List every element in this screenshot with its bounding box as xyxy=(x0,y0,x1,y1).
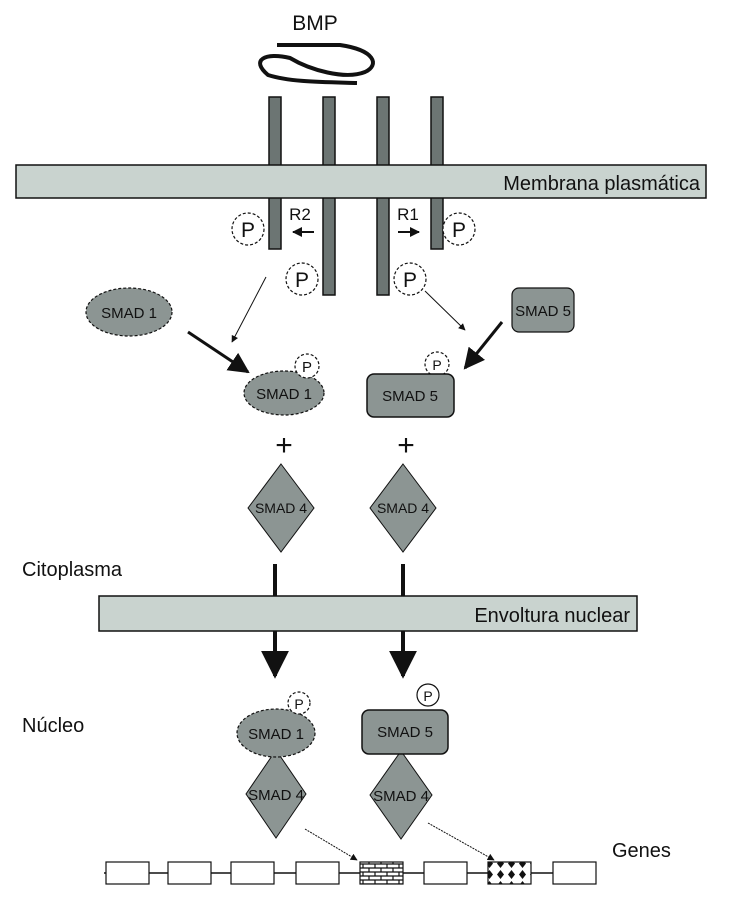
bmp-label: BMP xyxy=(292,12,338,35)
arrow-smad5-activation xyxy=(463,321,504,370)
phosphate-r1-inner: P xyxy=(393,262,427,296)
plus-right: + xyxy=(397,429,415,462)
receptor-r1-label: R1 xyxy=(397,205,419,224)
arrow-r2-to-smad1 xyxy=(231,276,267,343)
target-gene-smad5-diamonds xyxy=(487,861,532,885)
svg-text:P: P xyxy=(423,688,432,704)
svg-text:SMAD 5: SMAD 5 xyxy=(377,724,433,741)
nucleus-label: Núcleo xyxy=(22,715,84,737)
smad1-cytoplasm-free: SMAD 1 xyxy=(85,287,173,337)
svg-text:P: P xyxy=(403,269,417,292)
svg-text:P: P xyxy=(302,359,312,376)
nuclear-envelope xyxy=(98,595,638,632)
gene-box xyxy=(552,861,597,885)
phosphate-r1-outer: P xyxy=(442,212,476,246)
phosphate-r2-outer: P xyxy=(231,212,265,246)
smad5-smad4-complex-nucleus: SMAD 4 SMAD 5 P xyxy=(361,683,449,840)
arrow-to-target-gene-1 xyxy=(304,828,358,861)
svg-text:SMAD 1: SMAD 1 xyxy=(256,386,312,403)
gene-box xyxy=(105,861,150,885)
svg-text:SMAD 4: SMAD 4 xyxy=(248,787,304,804)
arrow-r1-to-smad5 xyxy=(424,290,466,331)
plus-left: + xyxy=(275,429,293,462)
svg-text:P: P xyxy=(294,696,303,712)
smad1-phosphorylated-cytoplasm: SMAD 1 P xyxy=(243,353,325,416)
plasma-membrane-label: Membrana plasmática xyxy=(503,173,701,195)
svg-text:P: P xyxy=(295,269,309,292)
svg-text:P: P xyxy=(452,219,466,242)
svg-text:SMAD 1: SMAD 1 xyxy=(248,726,304,743)
svg-text:SMAD 4: SMAD 4 xyxy=(373,788,429,805)
smad5-phosphorylated-cytoplasm: P SMAD 5 xyxy=(366,351,455,418)
smad5-cytoplasm-free: SMAD 5 xyxy=(511,287,575,333)
target-gene-smad1-brick xyxy=(359,861,404,885)
smad4-cytoplasm-left: SMAD 4 xyxy=(247,463,315,553)
svg-text:SMAD 5: SMAD 5 xyxy=(515,303,571,320)
svg-text:P: P xyxy=(432,357,441,373)
svg-text:SMAD 1: SMAD 1 xyxy=(101,305,157,322)
gene-box xyxy=(230,861,275,885)
cytoplasm-label: Citoplasma xyxy=(22,559,123,581)
smad1-smad4-complex-nucleus: SMAD 4 SMAD 1 P xyxy=(236,691,316,839)
svg-text:SMAD 4: SMAD 4 xyxy=(377,500,429,516)
svg-text:P: P xyxy=(241,219,255,242)
phosphate-r2-inner: P xyxy=(285,262,319,296)
receptor-r2-label: R2 xyxy=(289,205,311,224)
svg-text:SMAD 5: SMAD 5 xyxy=(382,388,438,405)
bmp-ligand-icon xyxy=(258,43,375,85)
gene-box xyxy=(167,861,212,885)
plasma-membrane xyxy=(15,164,707,199)
svg-text:SMAD 4: SMAD 4 xyxy=(255,500,307,516)
nuclear-envelope-label: Envoltura nuclear xyxy=(474,605,630,627)
smad4-cytoplasm-right: SMAD 4 xyxy=(369,463,437,553)
genes-label: Genes xyxy=(612,840,671,862)
arrow-to-target-gene-2 xyxy=(427,822,495,861)
gene-box xyxy=(423,861,468,885)
gene-box xyxy=(295,861,340,885)
arrow-smad1-activation xyxy=(187,330,250,374)
